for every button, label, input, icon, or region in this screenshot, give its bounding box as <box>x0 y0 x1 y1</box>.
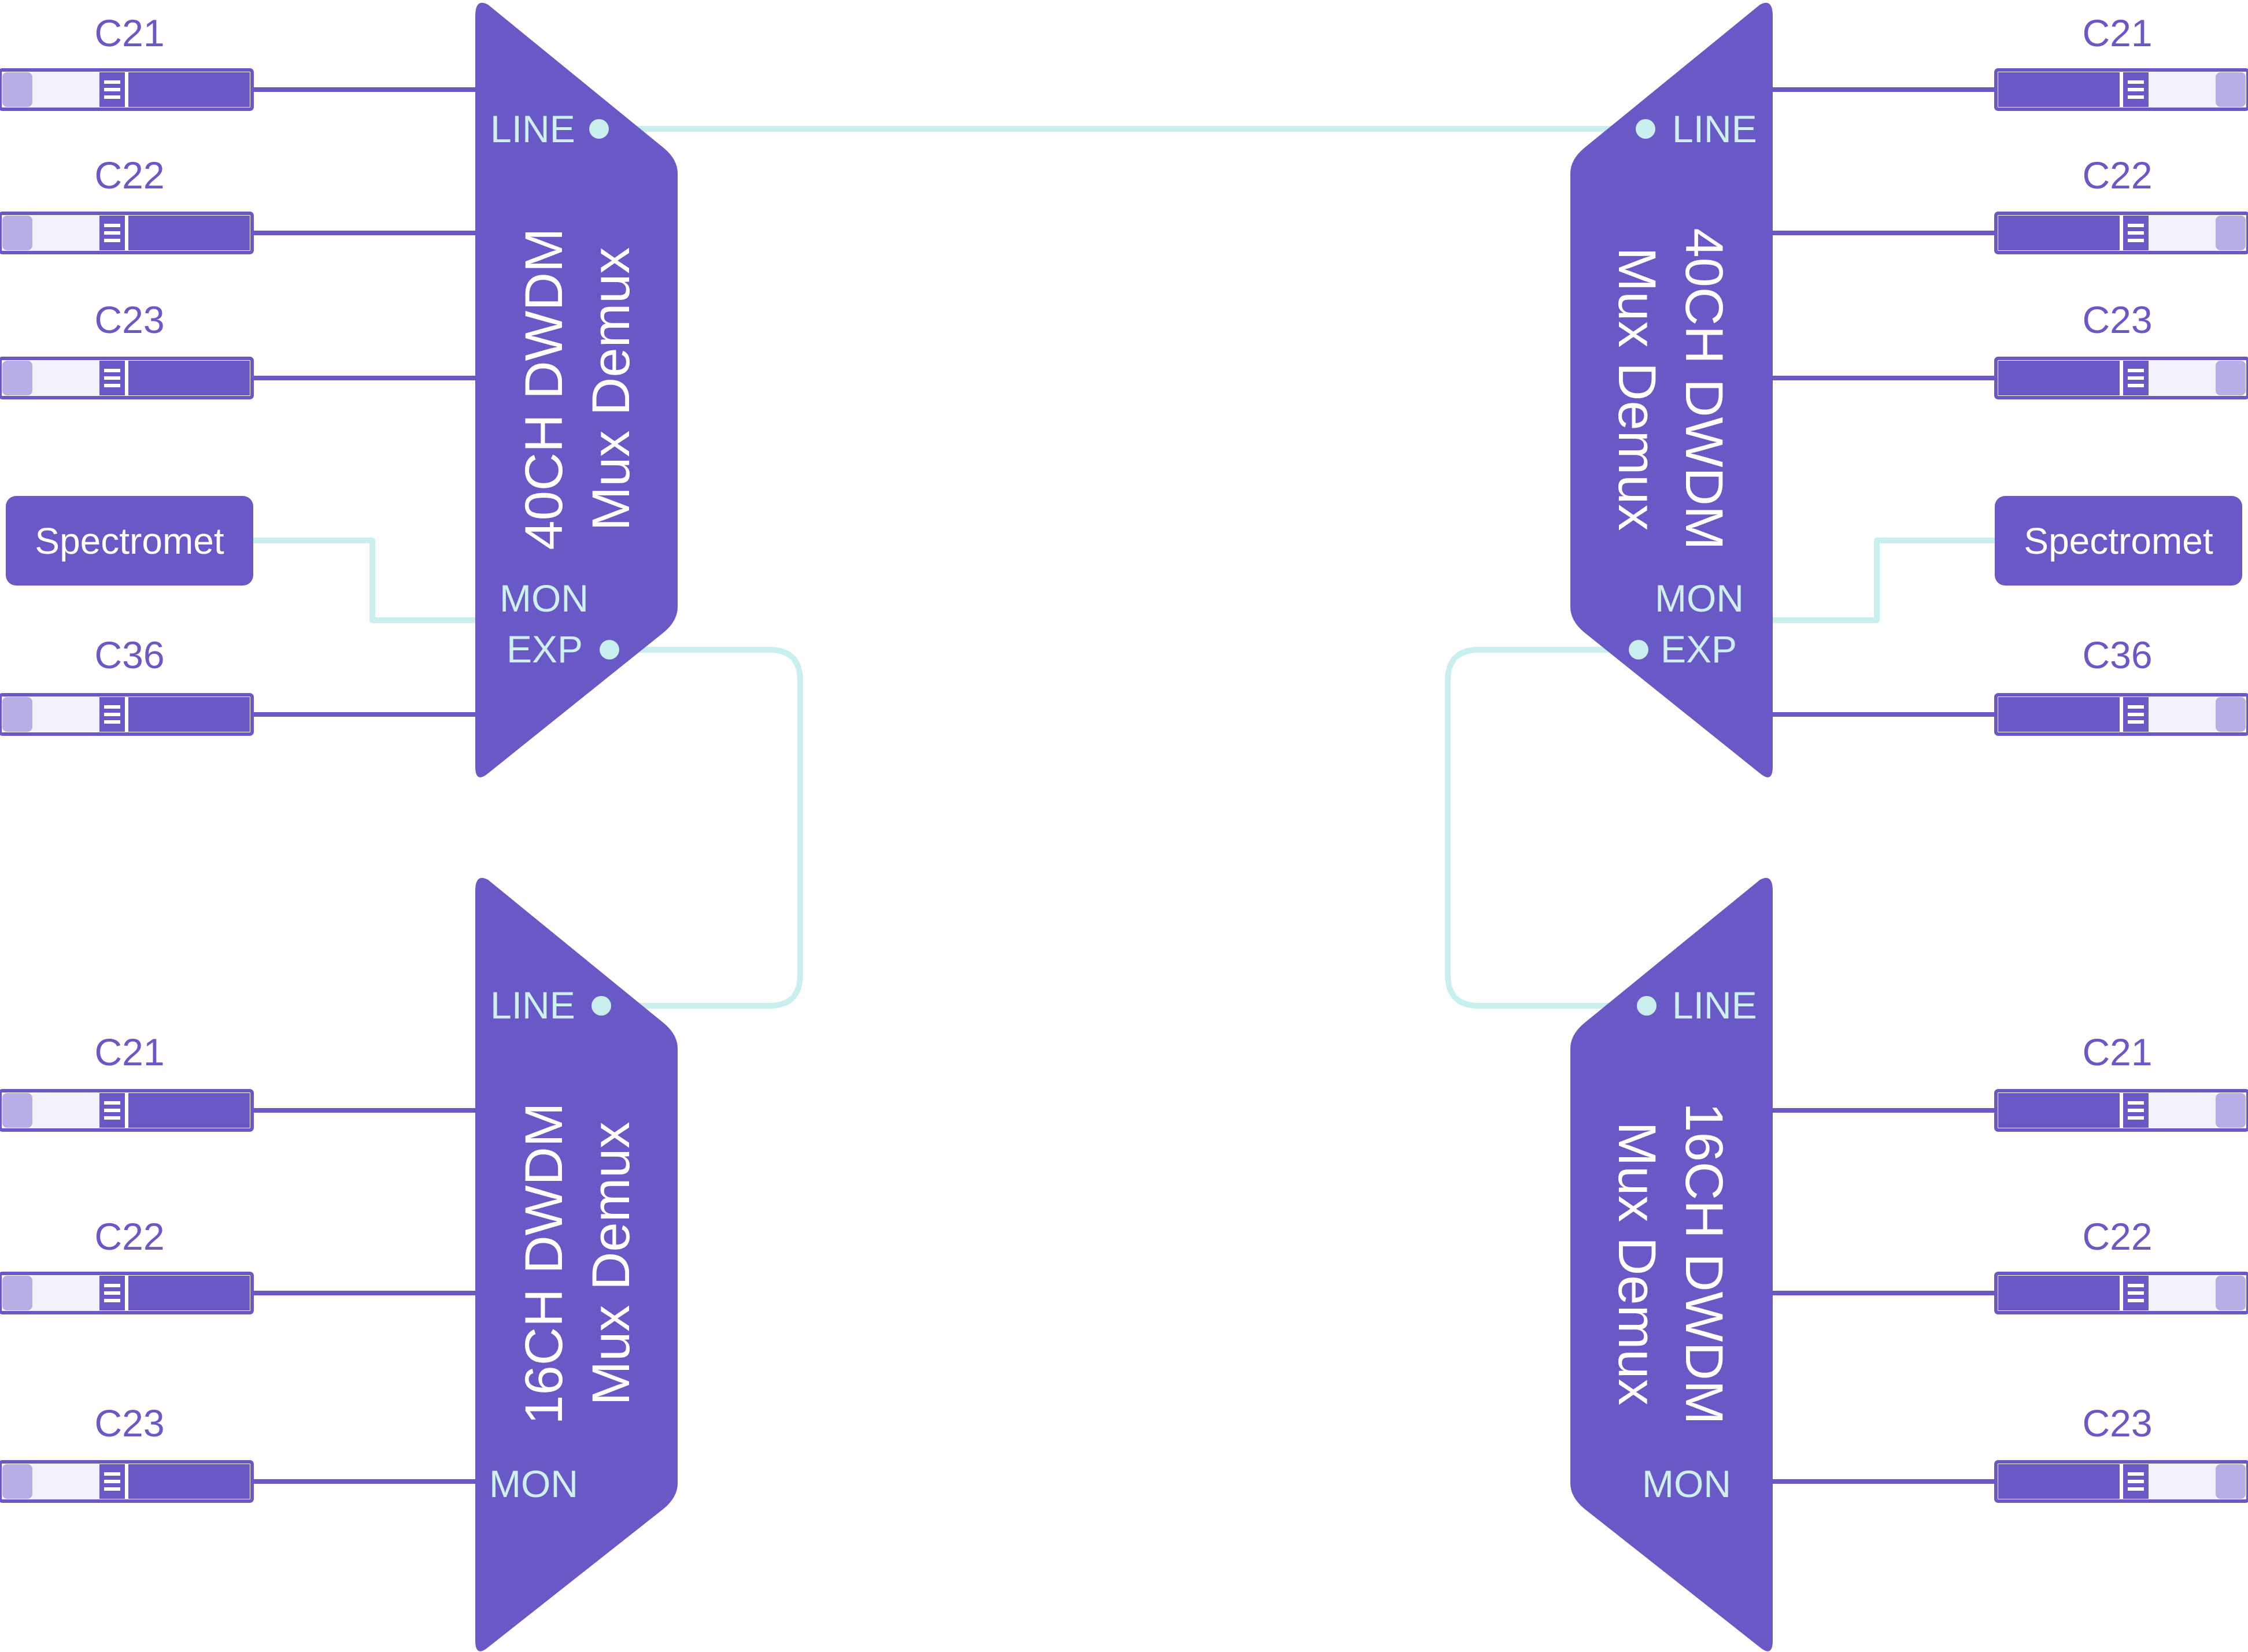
unit-title-line2: Mux Demux <box>1607 247 1666 531</box>
port-dot-exp-tl[interactable] <box>600 640 619 660</box>
port-dot-line-bl[interactable] <box>591 996 611 1016</box>
channel-label: C21 <box>94 12 164 54</box>
transceiver-module[interactable] <box>1996 1091 2248 1130</box>
channel-label: C23 <box>2082 1402 2152 1444</box>
port-labels-tr: LINE MON EXP <box>1655 108 1757 671</box>
transceiver-module[interactable] <box>1996 1273 2248 1313</box>
port-label-line: LINE <box>490 108 575 150</box>
channel-label: C21 <box>2082 1031 2152 1073</box>
port-label-line: LINE <box>1672 984 1757 1027</box>
transceiver-module[interactable] <box>1996 358 2248 398</box>
mux-demux-16ch-left <box>475 877 678 1651</box>
channel-label: C22 <box>2082 1215 2152 1258</box>
transceiver-module[interactable] <box>0 1273 252 1313</box>
mux-demux-40ch-left <box>475 2 678 777</box>
port-label-mon: MON <box>1655 577 1744 620</box>
port-label-exp: EXP <box>506 628 583 671</box>
fiber-exp-to-line-left <box>598 647 803 1009</box>
channel-labels-br: C21 C22 C23 <box>2082 1031 2152 1444</box>
unit-title-line2: Mux Demux <box>582 1122 641 1406</box>
channel-label: C21 <box>2082 12 2152 54</box>
unit-title-line1: 40CH DWDM <box>515 228 574 550</box>
fiber-mon-to-spectrometer-right <box>1769 538 1999 623</box>
port-label-exp: EXP <box>1661 628 1737 671</box>
unit-title-line1: 16CH DWDM <box>515 1102 574 1424</box>
fiber-layer <box>249 126 1999 1009</box>
channel-fiber-layer <box>252 87 1996 1484</box>
unit-title-line2: Mux Demux <box>1607 1122 1666 1406</box>
transceiver-module[interactable] <box>1996 213 2248 253</box>
channel-labels-tr: C21 C22 C23 C36 <box>2082 12 2152 676</box>
channel-label: C21 <box>94 1031 164 1073</box>
unit-title-line2: Mux Demux <box>582 247 641 531</box>
unit-title-tr: 40CH DWDM Mux Demux <box>1607 228 1733 550</box>
port-dot-line-tl[interactable] <box>589 119 609 139</box>
port-label-line: LINE <box>1672 108 1757 150</box>
fiber-mon-to-spectrometer-left <box>249 538 480 623</box>
transceivers-left <box>0 70 252 1501</box>
channel-label: C23 <box>94 298 164 341</box>
port-dot-exp-tr[interactable] <box>1629 640 1648 660</box>
port-dot-line-tr[interactable] <box>1636 119 1655 139</box>
channel-labels-bl: C21 C22 C23 <box>94 1031 164 1444</box>
unit-title-tl: 40CH DWDM Mux Demux <box>515 228 641 550</box>
port-label-mon: MON <box>1642 1462 1731 1505</box>
port-labels-tl: LINE MON EXP <box>490 108 589 671</box>
channel-label: C22 <box>2082 154 2152 197</box>
port-labels-bl: LINE MON <box>489 984 578 1505</box>
port-label-line: LINE <box>490 984 575 1027</box>
port-label-mon: MON <box>500 577 589 620</box>
fiber-exp-to-line-right <box>1445 647 1650 1009</box>
mux-demux-40ch-right <box>1570 2 1773 777</box>
transceiver-module[interactable] <box>0 1091 252 1130</box>
spectrometer-left[interactable]: Spectromet <box>6 496 253 586</box>
transceiver-module[interactable] <box>1996 70 2248 109</box>
transceiver-module[interactable] <box>0 213 252 253</box>
port-label-mon: MON <box>489 1462 578 1505</box>
unit-title-bl: 16CH DWDM Mux Demux <box>515 1102 641 1424</box>
transceiver-module[interactable] <box>0 1462 252 1501</box>
transceiver-module[interactable] <box>0 358 252 398</box>
channel-label: C36 <box>2082 634 2152 676</box>
transceiver-module[interactable] <box>1996 1462 2248 1501</box>
channel-label: C23 <box>2082 298 2152 341</box>
spectrometer-box[interactable] <box>1995 496 2242 586</box>
mux-demux-16ch-right <box>1570 877 1773 1651</box>
port-dot-layer <box>589 119 1657 1016</box>
transceivers-right <box>1996 70 2248 1501</box>
spectrometer-box[interactable] <box>6 496 253 586</box>
unit-title-line1: 16CH DWDM <box>1674 1102 1733 1424</box>
port-labels-br: LINE MON <box>1642 984 1757 1505</box>
channel-label: C22 <box>94 1215 164 1258</box>
transceiver-module[interactable] <box>0 695 252 734</box>
channel-labels-tl: C21 C22 C23 C36 <box>94 12 164 676</box>
port-dot-line-br[interactable] <box>1637 996 1657 1016</box>
unit-title-line1: 40CH DWDM <box>1674 228 1733 550</box>
spectrometer-label: Spectromet <box>35 520 224 562</box>
unit-title-br: 16CH DWDM Mux Demux <box>1607 1102 1733 1424</box>
spectrometer-right[interactable]: Spectromet <box>1995 496 2242 586</box>
transceiver-module[interactable] <box>0 70 252 109</box>
channel-label: C22 <box>94 154 164 197</box>
transceiver-module[interactable] <box>1996 695 2248 734</box>
channel-label: C36 <box>94 634 164 676</box>
spectrometer-label: Spectromet <box>2024 520 2213 562</box>
channel-label: C23 <box>94 1402 164 1444</box>
